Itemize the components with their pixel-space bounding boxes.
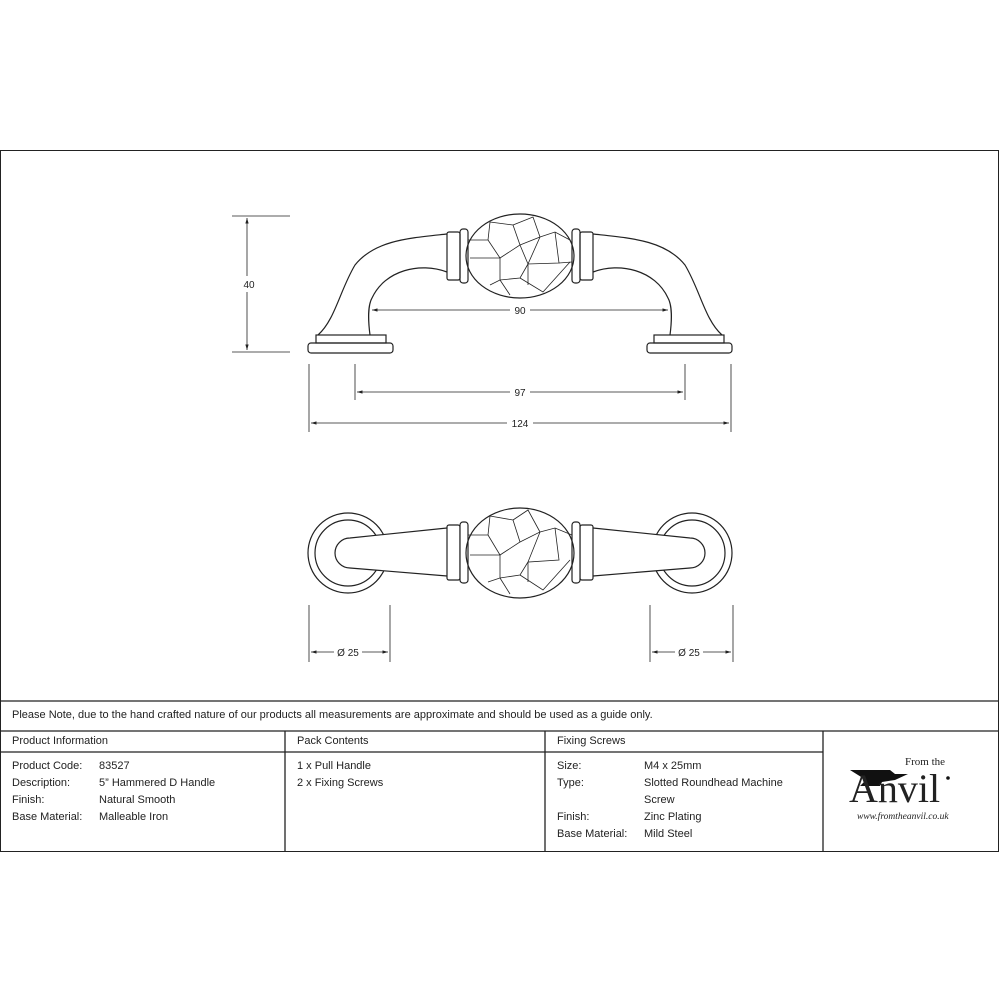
crackle-pattern (468, 509, 573, 595)
pack-contents-list: 1 x Pull Handle 2 x Fixing Screws (297, 758, 537, 798)
finish-value: Natural Smooth (99, 794, 176, 806)
product-code-label: Product Code: (12, 760, 83, 772)
base-material-label: Base Material: (12, 811, 83, 823)
fixing-screws-header: Fixing Screws (557, 735, 626, 747)
base-material-value: Malleable Iron (99, 811, 169, 823)
logo-name: Anvil (849, 766, 941, 811)
pack-item: 2 x Fixing Screws (297, 777, 384, 789)
screw-base-material-value: Mild Steel (644, 828, 693, 840)
description-label: Description: (12, 777, 71, 789)
anvil-logo-icon (850, 770, 950, 786)
dim-overall-length: 124 (512, 419, 529, 430)
product-information-list: Product Code: 83527 Description: 5” Hamm… (12, 758, 282, 838)
from-the-anvil-logo: From the Anvil www.fromtheanvil.co.uk (845, 756, 980, 828)
dim-inner-span: 90 (514, 306, 526, 317)
type-value: Slotted Roundhead Machine Screw (644, 777, 783, 806)
dim-centres: 97 (514, 388, 526, 399)
crackle-pattern (468, 216, 573, 296)
finish-label: Finish: (12, 794, 45, 806)
table-grid (0, 700, 999, 851)
logo-from-the: From the (905, 756, 946, 768)
description-value: 5” Hammered D Handle (99, 777, 216, 789)
screw-finish-value: Zinc Plating (644, 811, 702, 823)
dim-height: 40 (243, 280, 255, 291)
size-value: M4 x 25mm (644, 760, 702, 772)
drawing-frame (0, 150, 999, 852)
fixing-screws-list: Size: M4 x 25mm Type: Slotted Roundhead … (557, 758, 817, 843)
product-information-header: Product Information (12, 735, 108, 747)
dim-rose-right: Ø 25 (678, 648, 700, 659)
handle-top-view (307, 507, 733, 599)
dim-rose-left: Ø 25 (337, 648, 359, 659)
screw-base-material-label: Base Material: (557, 828, 628, 840)
measurement-note: Please Note, due to the hand crafted nat… (12, 709, 653, 721)
size-label: Size: (557, 760, 582, 772)
product-code-value: 83527 (99, 760, 130, 772)
pack-item: 1 x Pull Handle (297, 760, 371, 772)
logo-url: www.fromtheanvil.co.uk (857, 812, 949, 822)
type-label: Type: (557, 777, 584, 789)
screw-finish-label: Finish: (557, 811, 590, 823)
pack-contents-header: Pack Contents (297, 735, 369, 747)
handle-front-view (307, 213, 733, 354)
dimension-lines (232, 215, 734, 662)
